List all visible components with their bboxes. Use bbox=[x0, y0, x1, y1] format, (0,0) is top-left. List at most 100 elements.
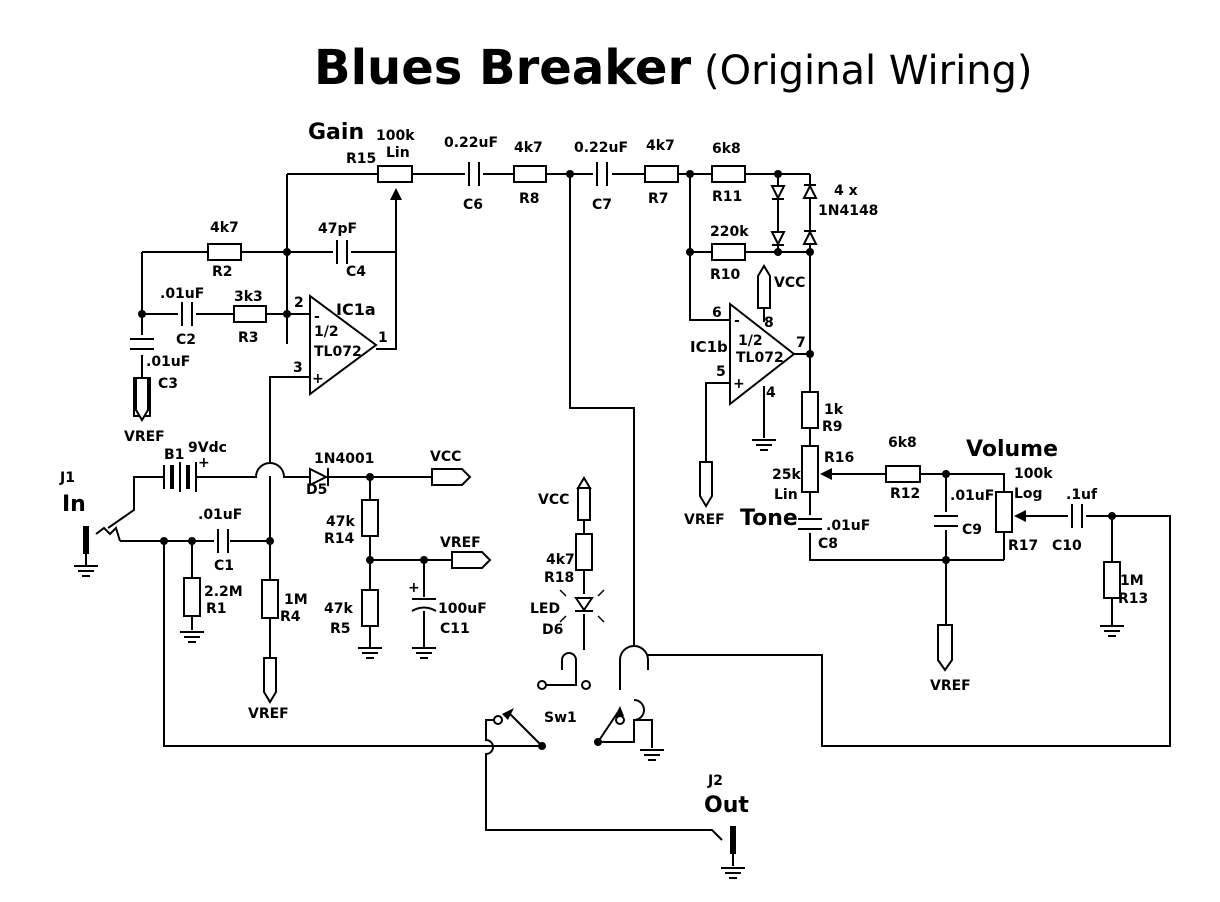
label-r10: R10 bbox=[710, 267, 741, 283]
diode-d5 bbox=[309, 467, 342, 487]
label-pin5: 5 bbox=[716, 364, 726, 380]
label-d5-part: 1N4001 bbox=[314, 451, 374, 467]
label-vref-5: VREF bbox=[930, 678, 971, 694]
label-r3-val: 3k3 bbox=[234, 289, 263, 305]
label-pin4: 4 bbox=[766, 385, 776, 401]
label-vcc-3: VCC bbox=[774, 275, 805, 291]
supply-terminals bbox=[135, 264, 953, 704]
label-vref-1: VREF bbox=[124, 429, 165, 445]
label-pin8: 8 bbox=[764, 315, 774, 331]
label-c11-val: 100uF bbox=[438, 601, 487, 617]
label-ic1a: IC1a bbox=[336, 300, 376, 319]
resistor-r14 bbox=[361, 499, 379, 537]
label-c1: C1 bbox=[214, 558, 234, 574]
label-b1: B1 bbox=[164, 447, 184, 463]
label-tone: Tone bbox=[740, 506, 798, 531]
label-j1: J1 bbox=[59, 470, 75, 486]
label-c11: C11 bbox=[440, 621, 470, 637]
label-r12-val: 6k8 bbox=[888, 435, 917, 451]
label-r4: R4 bbox=[280, 609, 301, 625]
label-r17-val: 100k bbox=[1014, 466, 1053, 482]
label-r13-val: 1M bbox=[1120, 573, 1144, 589]
capacitors bbox=[130, 162, 1083, 612]
label-r16-lin: Lin bbox=[774, 487, 798, 503]
label-c7-val: 0.22uF bbox=[574, 140, 628, 156]
label-ic1a-part: TL072 bbox=[314, 344, 362, 360]
label-ic1a-plus: + bbox=[312, 371, 324, 387]
resistor-r5 bbox=[361, 589, 379, 627]
label-r7: R7 bbox=[648, 191, 669, 207]
label-j1-name: In bbox=[62, 492, 86, 517]
label-vref-4: VREF bbox=[684, 512, 725, 528]
label-pin2: 2 bbox=[294, 295, 304, 311]
resistor-r2 bbox=[207, 243, 242, 261]
label-r14-val: 47k bbox=[326, 514, 355, 530]
label-c6-val: 0.22uF bbox=[444, 135, 498, 151]
label-ic1a-minus: - bbox=[314, 309, 320, 325]
led-d6 bbox=[559, 589, 605, 623]
label-r14: R14 bbox=[324, 531, 355, 547]
label-vref-2: VREF bbox=[440, 535, 481, 551]
resistor-r4 bbox=[261, 579, 279, 619]
switch-sw1 bbox=[493, 680, 625, 750]
label-r12: R12 bbox=[890, 486, 920, 502]
label-d6: D6 bbox=[542, 622, 563, 638]
label-c11-plus: + bbox=[408, 580, 420, 596]
wiper-arrows bbox=[390, 188, 1026, 522]
ground-symbols bbox=[73, 439, 1125, 879]
label-r2-val: 4k7 bbox=[210, 220, 239, 236]
label-volume: Volume bbox=[966, 437, 1058, 462]
label-ic1b: IC1b bbox=[690, 338, 728, 356]
label-r5-val: 47k bbox=[324, 601, 353, 617]
resistor-r3 bbox=[233, 305, 267, 323]
label-r18: R18 bbox=[544, 570, 574, 586]
label-c9-val: .01uF bbox=[950, 488, 994, 504]
label-pin1: 1 bbox=[378, 330, 388, 346]
resistor-r11 bbox=[711, 165, 746, 183]
label-c10-val: .1uf bbox=[1066, 487, 1098, 503]
label-c4-val: 47pF bbox=[318, 221, 357, 237]
label-r17-log: Log bbox=[1014, 486, 1043, 502]
label-r3: R3 bbox=[238, 330, 259, 346]
label-c4: C4 bbox=[346, 264, 366, 280]
label-r2: R2 bbox=[212, 264, 233, 280]
resistor-r15 bbox=[377, 165, 413, 183]
wires bbox=[107, 173, 1171, 841]
label-r17: R17 bbox=[1008, 538, 1038, 554]
label-b1-plus: + bbox=[198, 455, 210, 471]
jack-j2 bbox=[730, 826, 736, 866]
label-r4-val: 1M bbox=[284, 592, 308, 608]
resistor-r12 bbox=[885, 465, 921, 483]
label-vcc-2: VCC bbox=[538, 492, 569, 508]
label-j2-name: Out bbox=[704, 793, 749, 818]
resistor-r8 bbox=[513, 165, 547, 183]
label-ic1b-part: TL072 bbox=[736, 350, 784, 366]
resistor-r1 bbox=[183, 577, 201, 617]
opamp-ic1a bbox=[309, 294, 378, 396]
label-r10-val: 220k bbox=[710, 224, 749, 240]
label-c2-val: .01uF bbox=[160, 286, 204, 302]
label-gain: Gain bbox=[308, 120, 364, 145]
label-r15-val: 100k bbox=[376, 128, 415, 144]
label-led: LED bbox=[530, 601, 560, 617]
label-diodes-part: 1N4148 bbox=[818, 203, 878, 219]
label-r9-val: 1k bbox=[824, 402, 844, 418]
label-ic1b-plus: + bbox=[733, 376, 745, 392]
label-r8: R8 bbox=[519, 191, 540, 207]
label-c6: C6 bbox=[463, 197, 483, 213]
label-c3-val: .01uF bbox=[146, 354, 190, 370]
title-main: Blues Breaker bbox=[314, 40, 691, 96]
label-j2: J2 bbox=[707, 773, 723, 789]
label-c9: C9 bbox=[962, 522, 982, 538]
label-c8-val: .01uF bbox=[826, 518, 870, 534]
junction-dots bbox=[138, 170, 1116, 564]
label-c7: C7 bbox=[592, 197, 612, 213]
label-pin6: 6 bbox=[712, 305, 722, 321]
label-r7-val: 4k7 bbox=[646, 138, 675, 154]
label-sw1: Sw1 bbox=[544, 710, 577, 726]
component-labels: Gain 100k Lin R15 0.22uF C6 4k7 R8 0.22u… bbox=[59, 120, 1148, 818]
label-c1-val: .01uF bbox=[198, 507, 242, 523]
label-r9: R9 bbox=[822, 419, 843, 435]
resistor-r7 bbox=[644, 165, 679, 183]
